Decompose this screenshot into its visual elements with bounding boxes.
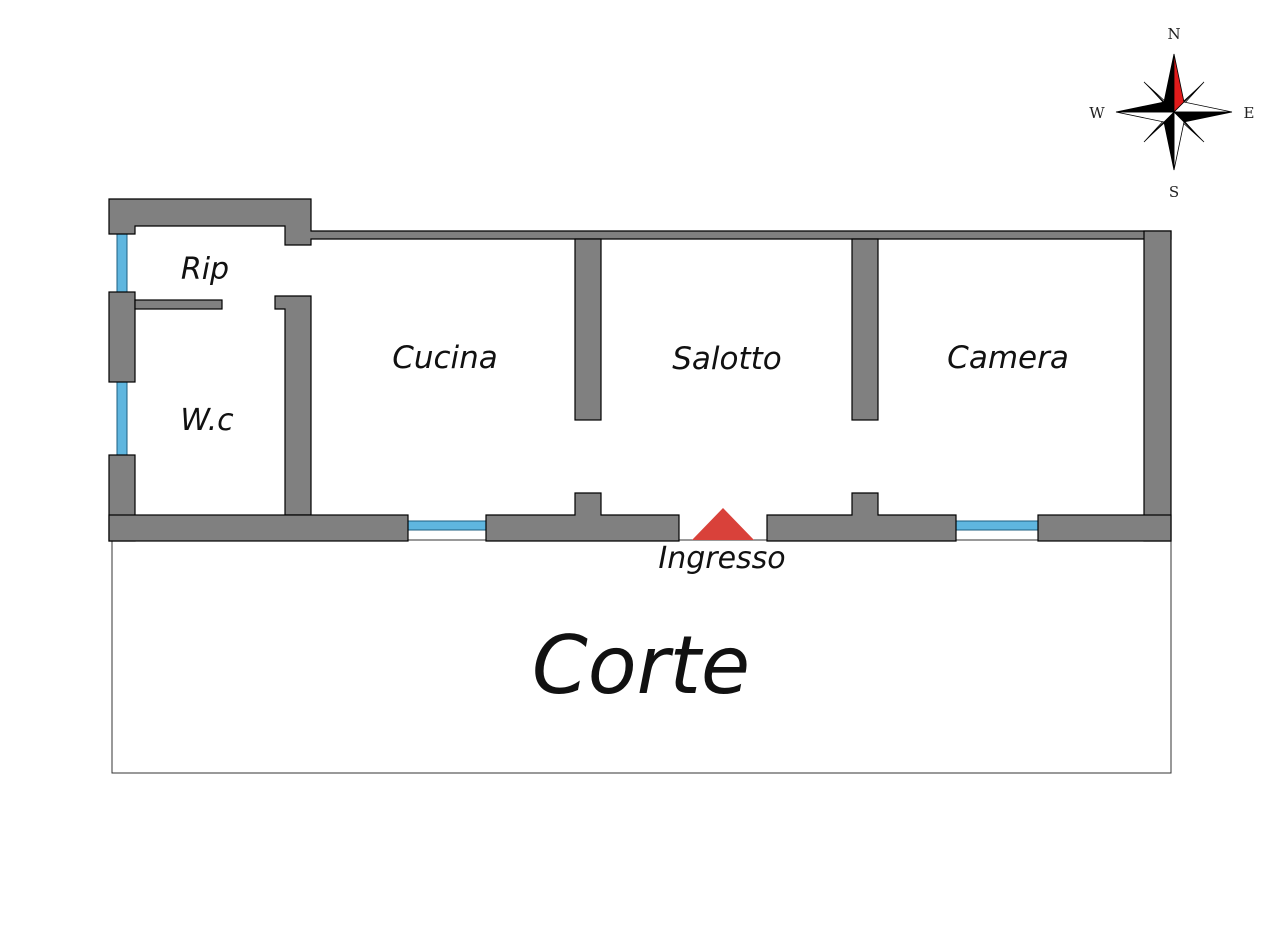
window-wc [116, 381, 128, 456]
window-cucina [407, 520, 487, 531]
room-label-camera: Camera [947, 340, 1069, 376]
wall-east [1143, 230, 1172, 542]
wall-north-west [108, 198, 1172, 246]
room-label-salotto: Salotto [672, 341, 782, 377]
wall-wc-east [274, 295, 312, 516]
compass-east-label: E [1244, 104, 1255, 122]
room-label-wc: W.c [180, 403, 234, 438]
room-label-ingresso: Ingresso [658, 541, 785, 576]
wall-south-1 [108, 514, 409, 542]
compass-south-label: S [1169, 183, 1179, 201]
room-label-cucina: Cucina [392, 340, 498, 376]
compass-west-label: W [1089, 104, 1105, 122]
compass-north-label: N [1167, 25, 1180, 43]
wall-south-2 [485, 492, 680, 542]
wall-salotto-camera [851, 238, 879, 421]
wall-south-3 [766, 492, 957, 542]
entrance-marker [692, 508, 754, 540]
window-camera [955, 520, 1039, 531]
wall-rip-partition [134, 299, 223, 310]
room-label-corte: Corte [532, 619, 750, 712]
walls [108, 198, 1172, 542]
wall-cucina-salotto [574, 238, 602, 421]
wall-west-mid [108, 291, 136, 383]
room-label-rip: Rip [181, 252, 229, 287]
window-rip [116, 233, 128, 293]
wall-south-4 [1037, 514, 1172, 542]
compass-rose-icon [1115, 53, 1233, 171]
